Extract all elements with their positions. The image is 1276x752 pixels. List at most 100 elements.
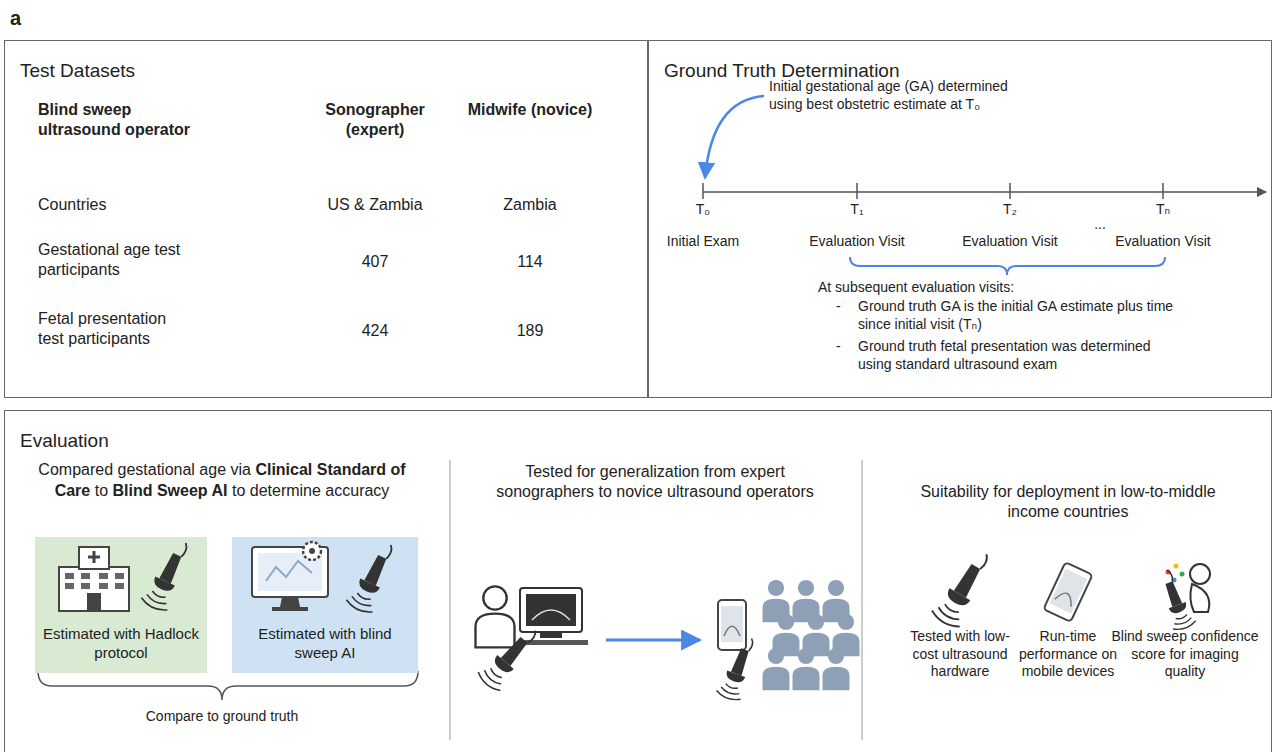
drawing-part <box>540 632 562 638</box>
time-label: T₂ <box>995 201 1025 219</box>
drawing-part <box>151 591 165 599</box>
table-cell: 407 <box>300 252 450 272</box>
tick <box>1009 183 1011 199</box>
table-header: Midwife (novice) <box>460 100 600 120</box>
drawing-part <box>526 631 538 644</box>
drawing-part <box>88 551 100 563</box>
person-icon <box>793 648 820 690</box>
dot <box>1174 564 1179 569</box>
table-header: Blind sweep ultrasound operator <box>38 100 208 140</box>
note: Initial gestational age (GA) determined … <box>769 78 1041 113</box>
drawing-part <box>87 593 101 611</box>
table-cell: Fetal presentation test participants <box>38 309 188 349</box>
drawing-part <box>526 594 576 626</box>
hospital-icon <box>59 547 129 611</box>
drawing-part <box>266 561 312 581</box>
probe-icon <box>476 620 545 694</box>
drawing-part <box>954 563 982 598</box>
visit-label: Evaluation Visit <box>950 233 1070 251</box>
note: Ground truth GA is the initial GA estima… <box>858 298 1180 333</box>
drawing-part <box>356 578 379 595</box>
drawing-part <box>720 687 739 696</box>
drawing-part <box>489 668 501 679</box>
method-box: Estimated with blind sweep AI <box>232 537 418 673</box>
pointer-arrow <box>705 96 764 178</box>
note: At subsequent evaluation visits: <box>818 279 1118 297</box>
table-cell: Countries <box>38 195 238 215</box>
visit-label: Evaluation Visit <box>797 233 917 251</box>
box-illustration <box>35 537 207 617</box>
drawing-part <box>140 598 168 614</box>
brace <box>850 257 1165 275</box>
table-cell: 424 <box>300 321 450 341</box>
drawing-part <box>763 667 790 690</box>
time-label: Tₙ <box>1148 201 1178 219</box>
generalization-illustration <box>476 580 860 703</box>
phone-icon <box>718 600 746 650</box>
probe-icon <box>715 633 761 702</box>
caption: Run-time performance on mobile devices <box>1013 628 1123 681</box>
drawing-part <box>798 580 814 596</box>
tick <box>1162 183 1164 199</box>
section-divider <box>862 460 863 740</box>
drawing-part <box>1174 618 1192 627</box>
table-header: Sonographer (expert) <box>300 100 450 140</box>
heading-part: to <box>95 482 108 499</box>
window <box>115 573 124 579</box>
bullet: - <box>836 298 850 316</box>
visit-label: Evaluation Visit <box>1103 233 1223 251</box>
drawing-part <box>476 614 515 648</box>
box-illustration <box>232 537 418 617</box>
drawing-part <box>59 567 129 611</box>
drawing-part <box>718 600 746 650</box>
drawing-part <box>532 610 570 620</box>
caption: Compare to ground truth <box>112 708 332 726</box>
time-label: T₁ <box>842 201 872 219</box>
visit-label: Initial Exam <box>653 233 753 251</box>
section-heading: Compared gestational age viaClinical Sta… <box>30 460 414 502</box>
note: Ground truth fetal presentation was dete… <box>858 338 1180 373</box>
deployment-icons <box>930 545 1210 632</box>
drawing-part <box>930 610 960 630</box>
table-cell: US & Zambia <box>300 195 450 215</box>
table-cell: 114 <box>460 252 600 272</box>
window <box>81 583 90 589</box>
drawing-part <box>828 648 844 664</box>
drawing-part <box>944 604 959 614</box>
drawing-part <box>724 626 740 636</box>
drawing-part <box>725 684 738 690</box>
drawing-part <box>476 672 501 694</box>
drawing-part <box>272 607 308 611</box>
drawing-part <box>309 548 315 554</box>
drawing-part <box>1055 590 1076 607</box>
computer-icon <box>252 542 328 611</box>
drawing-part <box>303 542 321 560</box>
brace <box>38 671 418 700</box>
panel-heading: Evaluation <box>20 429 1256 453</box>
drawing-part <box>768 580 784 596</box>
drawing-part <box>838 614 854 630</box>
drawing-part <box>724 670 745 684</box>
drawing-part <box>1190 584 1209 612</box>
drawing-part <box>823 667 850 690</box>
phone-icon <box>1043 562 1092 622</box>
probe-icon <box>345 538 402 616</box>
drawing-part <box>385 545 394 559</box>
drawing-part <box>793 667 820 690</box>
table-cell: Zambia <box>460 195 600 215</box>
drawing-part <box>1043 562 1092 622</box>
drawing-part <box>1169 602 1188 615</box>
bullet: - <box>836 338 850 356</box>
person-icon <box>476 586 515 647</box>
drawing-part <box>1167 570 1174 582</box>
drawing-part <box>778 614 794 630</box>
drawing-part <box>151 576 174 593</box>
drawing-part <box>345 600 373 616</box>
panel-heading: Test Datasets <box>20 59 632 83</box>
tick <box>702 183 704 199</box>
table-cell: 189 <box>460 321 600 341</box>
window <box>81 573 90 579</box>
drawing-part <box>180 543 189 557</box>
drawing-part <box>364 554 388 585</box>
